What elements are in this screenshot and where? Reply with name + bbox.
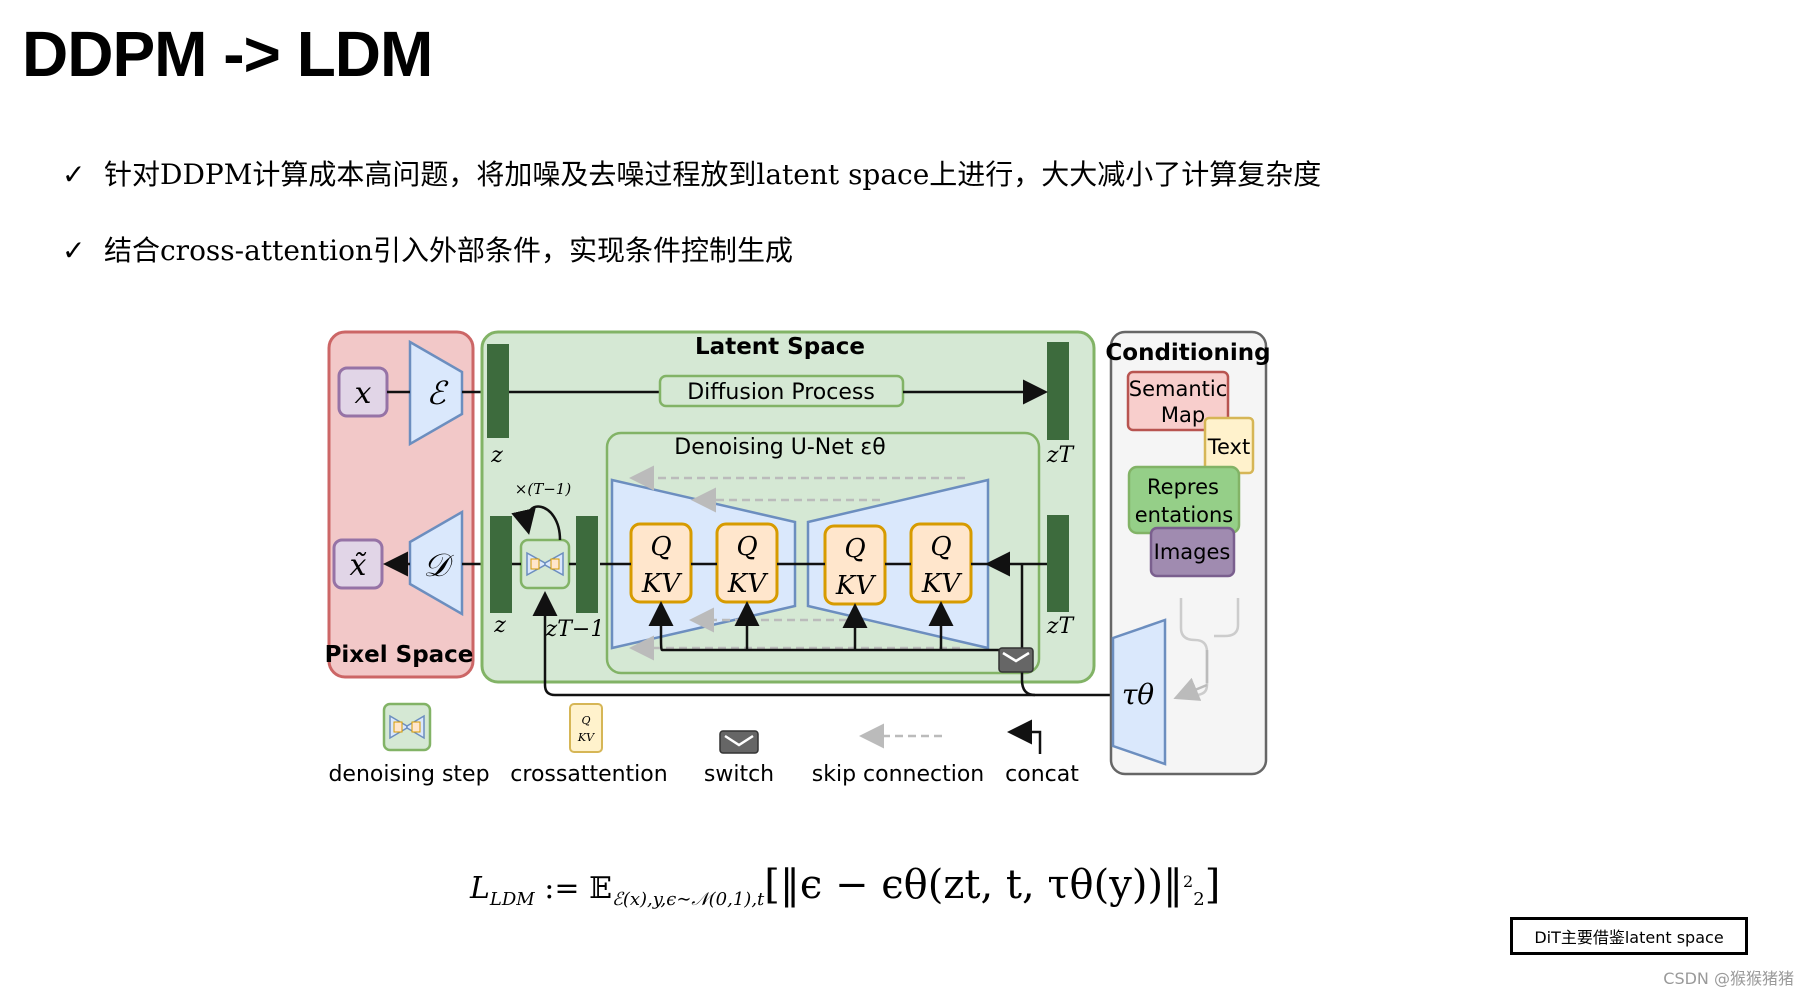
legend-skip-connection-label: skip connection — [812, 762, 985, 787]
svg-text:Repres: Repres — [1147, 475, 1219, 499]
bullet-item: ✓ 针对DDPM计算成本高问题，将加噪及去噪过程放到latent space上进行… — [62, 158, 1321, 192]
csdn-watermark: CSDN @猴猴猪猪 — [1663, 969, 1794, 988]
z-label: z — [490, 443, 503, 468]
x-tilde-label: x̃ — [350, 548, 368, 583]
q-label: Q — [930, 532, 951, 562]
svg-text:Images: Images — [1154, 540, 1231, 564]
pixel-space-label: Pixel Space — [325, 642, 474, 668]
zT-bottom-label: zT — [1046, 614, 1076, 639]
condition-images: Images — [1149, 526, 1236, 578]
legend-concat-icon — [1007, 719, 1042, 754]
svg-text:Text: Text — [1207, 435, 1250, 459]
x-label: x — [355, 376, 372, 411]
kv-label: KV — [921, 569, 962, 599]
encoder-trapezoid — [408, 339, 464, 447]
svg-text:Semantic: Semantic — [1129, 377, 1228, 401]
zT-bottom-bar — [1047, 515, 1069, 612]
legend-switch-icon — [719, 730, 759, 754]
diffusion-process-label: Diffusion Process — [687, 380, 875, 405]
check-icon: ✓ — [62, 158, 86, 191]
legend-switch-label: switch — [704, 762, 774, 787]
kv-label: KV — [727, 569, 768, 599]
qkv-block-2: Q KV — [715, 522, 779, 604]
condition-text: Text — [1203, 416, 1255, 475]
legend-denoising-step-icon — [382, 702, 432, 752]
bullet-item: ✓ 结合cross-attention引入外部条件，实现条件控制生成 — [62, 234, 793, 268]
condition-representations: Repres entations — [1127, 465, 1241, 535]
z-latent-bar — [487, 344, 509, 438]
x-tilde-output-box — [332, 538, 384, 590]
dit-note-box: DiT主要借鉴latent space — [1510, 917, 1748, 955]
legend-crossattention-icon: Q KV — [569, 703, 603, 753]
zT-minus-1-bar — [576, 516, 598, 613]
qkv-block-3: Q KV — [823, 524, 887, 606]
tau-label: τθ — [1122, 678, 1154, 711]
svg-text:Map: Map — [1161, 403, 1205, 427]
unet-label: Denoising U-Net εθ — [674, 435, 885, 460]
svg-text:Q: Q — [581, 714, 590, 727]
q-label: Q — [650, 532, 671, 562]
svg-text:KV: KV — [577, 731, 595, 744]
denoising-step-block — [519, 538, 571, 590]
bullet-text: 结合cross-attention引入外部条件，实现条件控制生成 — [104, 234, 794, 267]
q-label: Q — [736, 532, 757, 562]
svg-text:entations: entations — [1135, 503, 1234, 527]
z-bottom-label: z — [493, 613, 506, 638]
ldm-loss-formula: LLDM := 𝔼ℰ(x),y,ϵ∼𝒩(0,1),t[‖ϵ − ϵθ(zt, t… — [470, 862, 1221, 910]
slide-title: DDPM -> LDM — [22, 18, 433, 90]
z-bottom-bar — [490, 516, 512, 613]
kv-label: KV — [835, 571, 876, 601]
latent-space-label: Latent Space — [695, 334, 865, 360]
switch-icon — [998, 647, 1034, 673]
condition-semantic-map: Semantic Map — [1126, 370, 1230, 432]
decoder-trapezoid — [408, 509, 464, 617]
loop-arrow — [511, 505, 562, 541]
legend-denoising-step-label: denoising step — [328, 762, 489, 787]
zT-label: zT — [1046, 443, 1076, 468]
qkv-block-4: Q KV — [909, 522, 973, 604]
legend-crossattention-label: crossattention — [510, 762, 667, 787]
repeat-label: ×(T−1) — [515, 480, 572, 498]
q-label: Q — [844, 534, 865, 564]
encoder-label: ℰ — [426, 374, 449, 412]
zT-minus-1-label: zT−1 — [545, 617, 605, 642]
legend-concat-label: concat — [1005, 762, 1079, 787]
conditioning-label: Conditioning — [1105, 340, 1270, 366]
qkv-block-1: Q KV — [629, 522, 693, 604]
tau-encoder-trapezoid — [1111, 618, 1167, 766]
bullet-text: 针对DDPM计算成本高问题，将加噪及去噪过程放到latent space上进行，… — [104, 158, 1322, 191]
zT-latent-bar — [1047, 342, 1069, 440]
kv-label: KV — [641, 569, 682, 599]
check-icon: ✓ — [62, 234, 86, 267]
